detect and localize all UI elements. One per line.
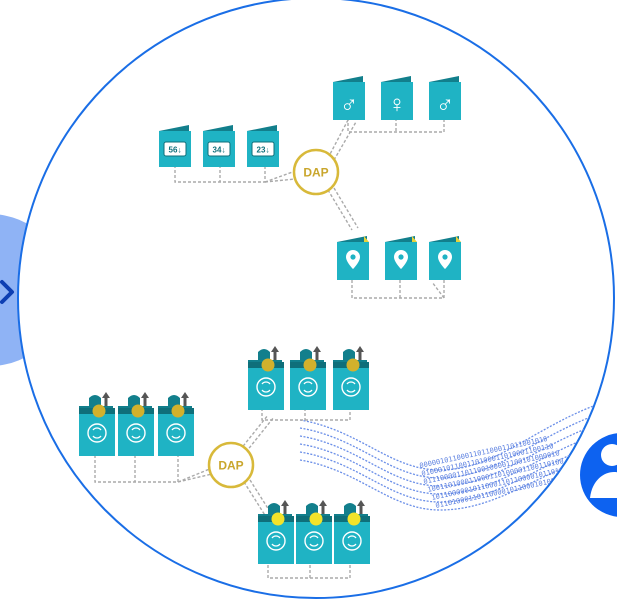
age-label: 34↓ — [213, 146, 226, 155]
upper-group: 56↓ 34↓ 23↓ ♂ ♀ ♂ — [159, 76, 461, 299]
coin-icon — [346, 358, 360, 372]
coin-icon — [303, 358, 317, 372]
bag-book — [334, 500, 370, 564]
gender-symbol: ♂ — [436, 91, 454, 118]
bag-book — [258, 500, 294, 564]
up-arrow-icon — [281, 500, 289, 514]
coin-icon — [92, 404, 106, 418]
coin-icon — [309, 512, 323, 526]
up-arrow-icon — [356, 346, 364, 360]
lower-connectors — [94, 408, 351, 579]
up-arrow-icon — [141, 392, 149, 406]
right-user-badge[interactable] — [580, 433, 617, 517]
up-arrow-icon — [357, 500, 365, 514]
up-arrow-icon — [271, 346, 279, 360]
gender-book: ♀ — [381, 76, 413, 120]
location-book — [337, 236, 369, 280]
chevron-right-icon[interactable] — [0, 280, 14, 304]
coin-icon — [347, 512, 361, 526]
location-book — [429, 236, 461, 280]
upper-connectors — [174, 118, 445, 299]
bag-book — [118, 392, 154, 456]
up-arrow-icon — [181, 392, 189, 406]
bag-book — [79, 392, 115, 456]
location-book — [385, 236, 417, 280]
age-book: 34↓ — [203, 125, 235, 167]
dap-hub-label: DAP — [303, 166, 328, 180]
gender-book: ♂ — [429, 76, 461, 120]
binary-stream-lines — [299, 397, 614, 511]
age-label: 23↓ — [257, 146, 270, 155]
lower-group: 0000010110001101100011011001010 01000101… — [79, 346, 614, 579]
bag-book — [158, 392, 194, 456]
up-arrow-icon — [102, 392, 110, 406]
coin-icon — [131, 404, 145, 418]
dap-hub-label: DAP — [218, 459, 243, 473]
bag-book — [333, 346, 369, 410]
coin-icon — [261, 358, 275, 372]
dap-hub-lower: DAP — [207, 441, 255, 489]
up-arrow-icon — [319, 500, 327, 514]
bag-book — [248, 346, 284, 410]
age-book: 56↓ — [159, 125, 191, 167]
gender-symbol: ♀ — [388, 91, 406, 118]
gender-symbol: ♂ — [340, 91, 358, 118]
coin-icon — [171, 404, 185, 418]
age-label: 56↓ — [169, 146, 182, 155]
age-book: 23↓ — [247, 125, 279, 167]
dap-hub-upper: DAP — [292, 148, 340, 196]
bag-book — [290, 346, 326, 410]
user-icon — [590, 444, 617, 498]
up-arrow-icon — [313, 346, 321, 360]
bag-book — [296, 500, 332, 564]
gender-book: ♂ — [333, 76, 365, 120]
coin-icon — [271, 512, 285, 526]
